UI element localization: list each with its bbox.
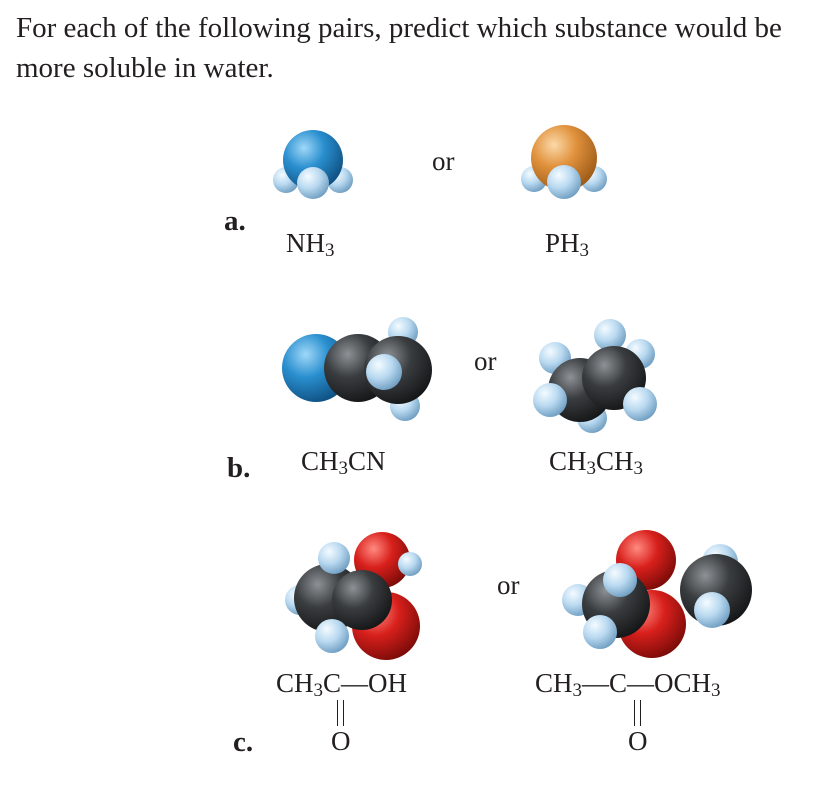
question-text: For each of the following pairs, predict… [16, 12, 782, 84]
formula-text: CH [549, 446, 587, 476]
ph3-model [521, 125, 607, 199]
c-atom [332, 570, 392, 630]
nh3-model [273, 130, 353, 199]
h-atom [694, 592, 730, 628]
subscript: 3 [586, 458, 597, 479]
h-atom [623, 387, 657, 421]
formula-text: OCH [654, 668, 712, 698]
ch3cn-model [282, 317, 432, 421]
h-atom [533, 383, 567, 417]
acetic-acid-model [285, 532, 422, 660]
p-atom [531, 125, 597, 191]
formula-text: CH [535, 668, 573, 698]
formula-acetic-acid: CH3C—OH [276, 668, 408, 701]
h-atom [547, 165, 581, 199]
formula-text: NH [286, 228, 325, 258]
formula-ch3ch3: CH3CH3 [549, 446, 644, 479]
carbonyl-oxygen: O [331, 726, 351, 756]
formula-text: CH [596, 446, 634, 476]
subscript: 3 [338, 458, 349, 479]
formula-text: C [609, 668, 628, 698]
formula-text: C [323, 668, 342, 698]
n-atom [283, 130, 343, 190]
subscript: 3 [579, 240, 590, 261]
h-atom [583, 615, 617, 649]
double-bond [634, 700, 641, 726]
formula-text: CH [276, 668, 314, 698]
h-atom [318, 542, 350, 574]
double-bond [337, 700, 344, 726]
subscript: 3 [313, 680, 324, 701]
ch3ch3-model [533, 319, 657, 433]
single-bond: — [582, 668, 610, 698]
carbonyl-oxygen: O [628, 726, 648, 756]
h-atom [297, 167, 329, 199]
formula-methyl-ester: CH3—C—OCH3 [535, 668, 721, 701]
subscript: 3 [325, 240, 335, 261]
subscript: 3 [633, 458, 644, 479]
formula-text: PH [545, 228, 580, 258]
subscript: 3 [711, 680, 721, 701]
single-bond: — [341, 668, 369, 698]
subscript: 3 [572, 680, 583, 701]
single-bond: — [627, 668, 655, 698]
item-a-label: a. [224, 205, 246, 237]
or-connector: or [497, 570, 520, 600]
h-atom [366, 354, 402, 390]
or-connector: or [474, 346, 497, 376]
formula-nh3: NH3 [286, 228, 335, 261]
item-b-label: b. [227, 452, 251, 484]
formula-text: CH [301, 446, 339, 476]
item-c-label: c. [233, 726, 254, 758]
h-atom [603, 563, 637, 597]
h-atom [398, 552, 422, 576]
methyl-formate-model [562, 530, 752, 658]
formula-ch3cn: CH3CN [301, 446, 386, 479]
h-atom [315, 619, 349, 653]
formula-text: OH [368, 668, 408, 698]
h-atom [594, 319, 626, 351]
formula-text: CN [348, 446, 386, 476]
or-connector: or [432, 146, 455, 176]
formula-ph3: PH3 [545, 228, 590, 261]
